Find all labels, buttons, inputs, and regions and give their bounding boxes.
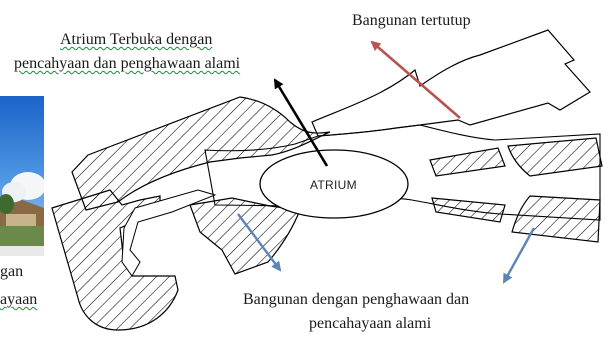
natural-building-arrow-right — [504, 228, 534, 282]
right-block-lower-left — [432, 198, 505, 222]
closed-building-label: Bangunan tertutup — [352, 11, 471, 31]
atrium-open-label-line1: Atrium Terbuka dengan — [60, 30, 212, 50]
closed-building-outline — [312, 30, 590, 136]
atrium-open-label-line2: pencahyaan dan penghawaan alami — [14, 54, 240, 74]
natural-building-label-line2: pencahayaan alami — [309, 314, 431, 334]
atrium-label: ATRIUM — [310, 178, 357, 192]
right-block-upper-right — [508, 138, 602, 176]
right-block-upper-left — [430, 148, 505, 176]
right-block-lower-right — [512, 196, 600, 242]
natural-building-label-line1: Bangunan dengan penghawaan dan — [243, 290, 469, 310]
